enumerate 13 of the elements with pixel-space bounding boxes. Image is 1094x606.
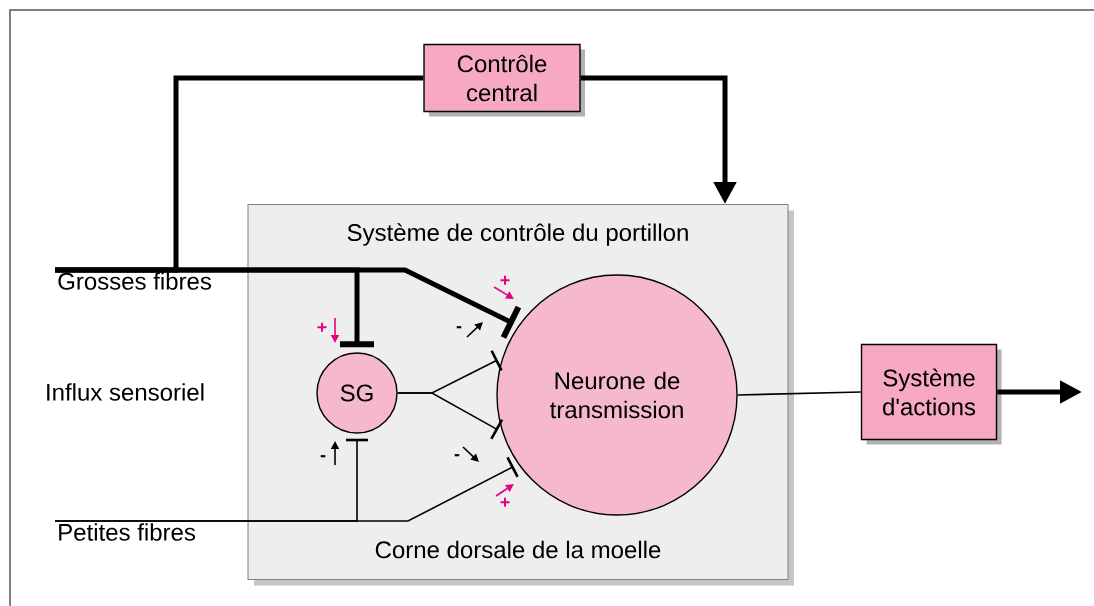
sign-label: +	[500, 497, 510, 507]
sign-label: -	[456, 326, 462, 329]
fibre-label: Petites fibres	[59, 523, 196, 541]
connector	[736, 391, 862, 396]
sign-label: -	[454, 454, 460, 457]
connector	[54, 456, 519, 522]
side-label: Influx sensoriel	[47, 383, 204, 401]
sign-label: +	[317, 322, 327, 332]
action-box: Système d'actions	[860, 343, 1002, 445]
sign-label: -	[320, 455, 326, 458]
sign-label: +	[500, 275, 510, 285]
fibre-label: Grosses fibres	[58, 272, 211, 290]
control-box: Contrôle central	[423, 43, 585, 117]
